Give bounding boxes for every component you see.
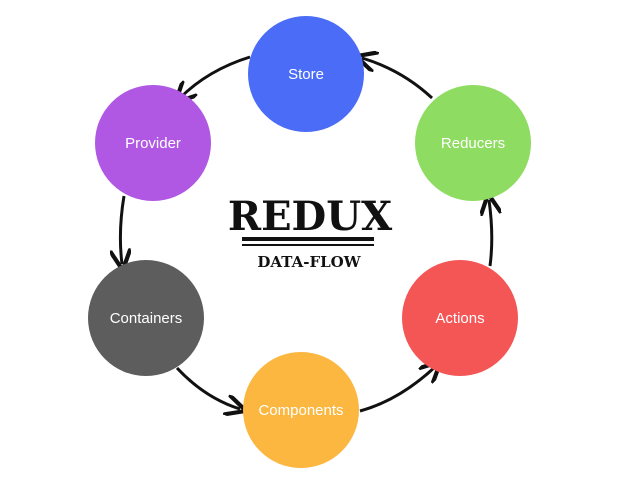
- node-actions-circle: [402, 260, 518, 376]
- node-store: Store: [248, 16, 364, 132]
- node-reducers-label: Reducers: [441, 135, 505, 152]
- node-containers-circle: [88, 260, 204, 376]
- edge-actions-reducers: [489, 200, 492, 267]
- node-containers-label: Containers: [110, 310, 183, 327]
- title-divider-thick: [242, 237, 374, 241]
- node-provider: Provider: [95, 85, 211, 201]
- node-actions-label: Actions: [435, 310, 484, 327]
- node-components-circle: [243, 352, 359, 468]
- node-components: Components: [243, 352, 359, 468]
- node-reducers: Reducers: [415, 85, 531, 201]
- edge-components-actions: [359, 366, 436, 413]
- node-actions: Actions: [402, 260, 518, 376]
- node-reducers-circle: [415, 85, 531, 201]
- node-provider-circle: [95, 85, 211, 201]
- node-provider-label: Provider: [125, 135, 181, 152]
- edge-reducers-store: [362, 58, 434, 100]
- edge-containers-components: [175, 366, 240, 409]
- title-divider-thin: [242, 244, 374, 246]
- node-store-circle: [248, 16, 364, 132]
- title-main: REDUX: [228, 193, 392, 240]
- node-containers: Containers: [88, 260, 204, 376]
- node-components-label: Components: [258, 402, 343, 419]
- title-sub: DATA-FLOW: [257, 253, 361, 271]
- edge-store-provider: [180, 55, 251, 98]
- title-block: REDUX DATA-FLOW: [228, 193, 392, 271]
- node-store-label: Store: [288, 66, 324, 83]
- edge-provider-containers: [120, 195, 124, 264]
